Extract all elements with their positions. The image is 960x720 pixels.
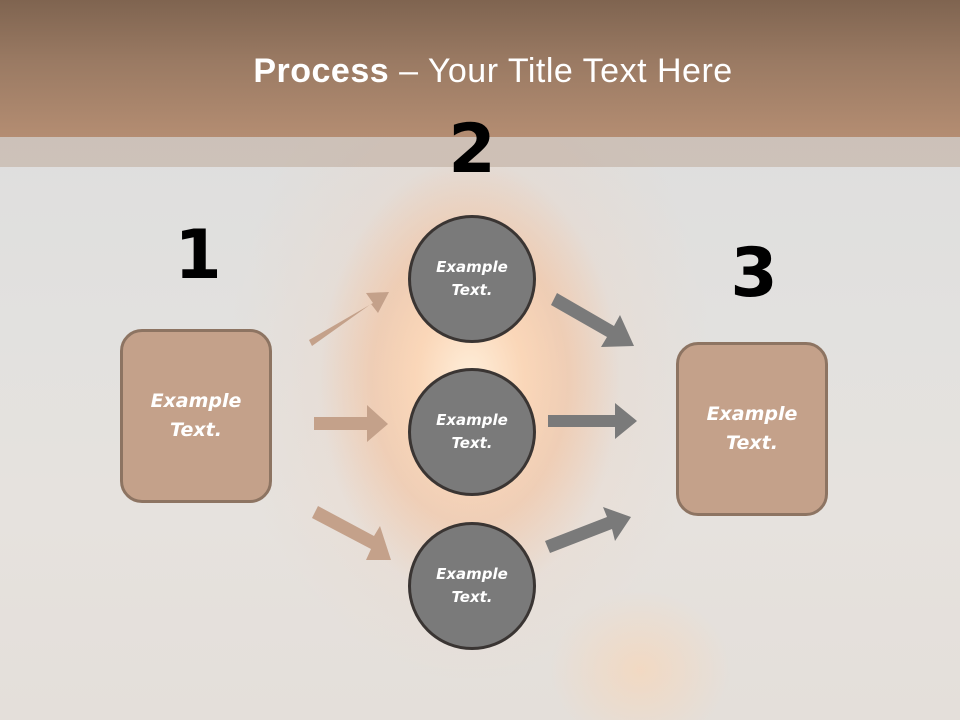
step-1-box[interactable]: Example Text. <box>120 329 272 503</box>
step-number-1: 1 <box>174 216 222 295</box>
step-number-2: 2 <box>448 110 496 189</box>
step-3-text: Example Text. <box>706 403 798 454</box>
title-bar <box>0 0 960 137</box>
title-bar-band <box>0 137 960 167</box>
slide-title-bold: Process <box>253 52 390 90</box>
step-number-3: 3 <box>730 234 778 313</box>
circle-2[interactable]: Example Text. <box>408 368 536 496</box>
step-3-box[interactable]: Example Text. <box>676 342 828 516</box>
circle-1-text: Example Text. <box>436 258 508 299</box>
slide-title: Process – Your Title Text Here <box>0 52 960 91</box>
arrow-step1-to-circle1 <box>309 292 389 346</box>
arrow-step1-to-circle2 <box>314 405 388 442</box>
circle-3[interactable]: Example Text. <box>408 522 536 650</box>
arrow-circle2-to-step3 <box>548 403 637 439</box>
arrow-circle1-to-step3 <box>551 293 634 347</box>
arrow-circle3-to-step3 <box>545 507 631 553</box>
step-1-text: Example Text. <box>150 390 242 441</box>
arrow-step1-to-circle3 <box>312 506 391 560</box>
circle-3-text: Example Text. <box>436 565 508 606</box>
circle-2-text: Example Text. <box>436 411 508 452</box>
slide-title-rest: – Your Title Text Here <box>389 52 733 90</box>
circle-1[interactable]: Example Text. <box>408 215 536 343</box>
